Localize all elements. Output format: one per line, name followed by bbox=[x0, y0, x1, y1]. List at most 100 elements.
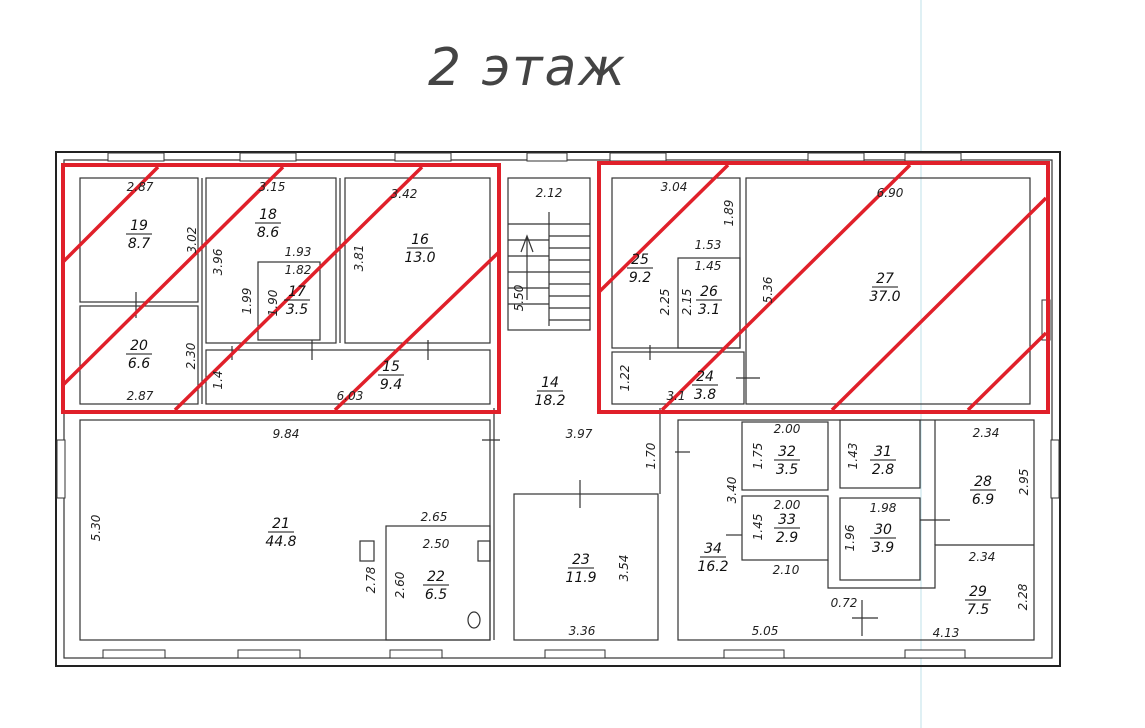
room-area: 44.8 bbox=[265, 534, 296, 550]
room-number: 32 bbox=[778, 444, 796, 460]
dimension-label: 2.30 bbox=[184, 342, 198, 369]
highlight-zone-right bbox=[597, 161, 1050, 414]
room-number: 33 bbox=[778, 512, 796, 528]
room-number: 21 bbox=[272, 516, 290, 532]
dimension-label: 1.22 bbox=[618, 365, 632, 392]
dimension-label: 2.50 bbox=[423, 537, 450, 551]
dimension-label: 1.90 bbox=[266, 289, 280, 316]
dimension-label: 1.4 bbox=[211, 370, 225, 389]
room-area: 2.9 bbox=[776, 530, 798, 546]
room-area: 3.8 bbox=[694, 387, 716, 403]
dimension-label: 9.84 bbox=[273, 427, 300, 441]
room-area: 6.5 bbox=[425, 587, 447, 603]
dimension-label: 3.81 bbox=[352, 245, 366, 272]
room-number: 15 bbox=[382, 359, 400, 375]
dimension-label: 1.93 bbox=[285, 245, 312, 259]
staircase bbox=[507, 177, 591, 331]
room-label: 21 44.8 bbox=[265, 516, 296, 550]
room-label: 323.5 bbox=[774, 444, 800, 478]
room-area: 11.9 bbox=[565, 570, 596, 586]
dimension-label: 1.98 bbox=[870, 501, 897, 515]
room-label: 297.5 bbox=[965, 584, 991, 618]
room-number: 28 bbox=[974, 474, 992, 490]
room-area: 37.0 bbox=[869, 289, 900, 305]
dimension-label: 3.1 bbox=[666, 389, 685, 403]
dimension-label: 1.99 bbox=[240, 288, 254, 315]
hatch-lines-right bbox=[597, 163, 1048, 412]
room-number: 16 bbox=[411, 232, 429, 248]
room-number: 19 bbox=[130, 218, 148, 234]
room-number: 22 bbox=[427, 569, 445, 585]
sanitary-fixtures bbox=[359, 540, 491, 629]
dimension-label: 2.28 bbox=[1016, 583, 1030, 610]
room-number: 20 bbox=[130, 338, 148, 354]
room-area: 7.5 bbox=[967, 602, 989, 618]
dimension-label: 1.43 bbox=[846, 443, 860, 470]
room-area: 3.5 bbox=[776, 462, 798, 478]
room-area: 8.7 bbox=[128, 236, 150, 252]
hatch-lines-left bbox=[61, 165, 501, 412]
dimension-label: 0.72 bbox=[831, 596, 858, 610]
room-area: 2.8 bbox=[872, 462, 894, 478]
dimension-label: 2.10 bbox=[773, 563, 800, 577]
dimension-label: 5.50 bbox=[512, 284, 526, 311]
dimension-label: 1.45 bbox=[695, 259, 722, 273]
dimension-label: 2.34 bbox=[969, 550, 996, 564]
dimension-label: 2.25 bbox=[658, 289, 672, 316]
room-label: 159.4 bbox=[378, 359, 404, 393]
room-area: 13.0 bbox=[404, 250, 435, 266]
room-number: 18 bbox=[259, 207, 277, 223]
room-area: 9.2 bbox=[629, 270, 651, 286]
dimension-label: 1.89 bbox=[722, 200, 736, 227]
room-label: 332.9 bbox=[774, 512, 800, 546]
dimension-label: 3.54 bbox=[617, 555, 631, 582]
dimension-label: 3.97 bbox=[566, 427, 593, 441]
dimension-label: 2.87 bbox=[127, 389, 154, 403]
room-label: 198.7 bbox=[126, 218, 152, 252]
walls-right-upper bbox=[611, 177, 1031, 405]
room-area: 3.9 bbox=[872, 540, 894, 556]
dimension-label: 3.42 bbox=[391, 187, 418, 201]
room-label: 259.2 bbox=[627, 252, 653, 286]
room-label: 34 16.2 bbox=[697, 541, 728, 575]
dimension-label: 2.87 bbox=[127, 180, 154, 194]
dimension-label: 6.90 bbox=[877, 186, 904, 200]
room-label: 206.6 bbox=[126, 338, 152, 372]
dimension-label: 3.02 bbox=[185, 227, 199, 254]
room-area: 8.6 bbox=[257, 225, 279, 241]
dimension-label: 5.30 bbox=[89, 514, 103, 541]
floor-title: 2 этаж bbox=[428, 38, 627, 98]
dimension-label: 2.15 bbox=[680, 289, 694, 316]
room-area: 9.4 bbox=[380, 377, 402, 393]
highlight-zone-left bbox=[61, 163, 501, 414]
room-area: 16.2 bbox=[697, 559, 728, 575]
room-number: 25 bbox=[631, 252, 649, 268]
dimension-label: 5.05 bbox=[752, 624, 779, 638]
dimension-label: 1.70 bbox=[644, 442, 658, 469]
dimension-label: 3.15 bbox=[259, 180, 286, 194]
dimension-label: 3.96 bbox=[211, 248, 225, 275]
room-area: 6.6 bbox=[128, 356, 150, 372]
room-number: 23 bbox=[572, 552, 590, 568]
room-number: 34 bbox=[704, 541, 722, 557]
dimension-label: 5.36 bbox=[761, 276, 775, 303]
room-number: 17 bbox=[288, 284, 306, 300]
dimension-label: 2.65 bbox=[421, 510, 448, 524]
dimension-label: 1.45 bbox=[751, 514, 765, 541]
windows-bottom bbox=[102, 649, 966, 659]
dimension-label: 1.96 bbox=[843, 524, 857, 551]
dimension-label: 3.40 bbox=[725, 476, 739, 503]
room-number: 24 bbox=[696, 369, 714, 385]
outer-wall bbox=[55, 151, 1061, 667]
room-label: 286.9 bbox=[970, 474, 996, 508]
room-label: 23 11.9 bbox=[565, 552, 596, 586]
dimension-label: 3.36 bbox=[569, 624, 596, 638]
room-label: 312.8 bbox=[870, 444, 896, 478]
walls-lower bbox=[79, 408, 1035, 641]
room-label: 226.5 bbox=[423, 569, 449, 603]
dimension-label: 1.53 bbox=[695, 238, 722, 252]
